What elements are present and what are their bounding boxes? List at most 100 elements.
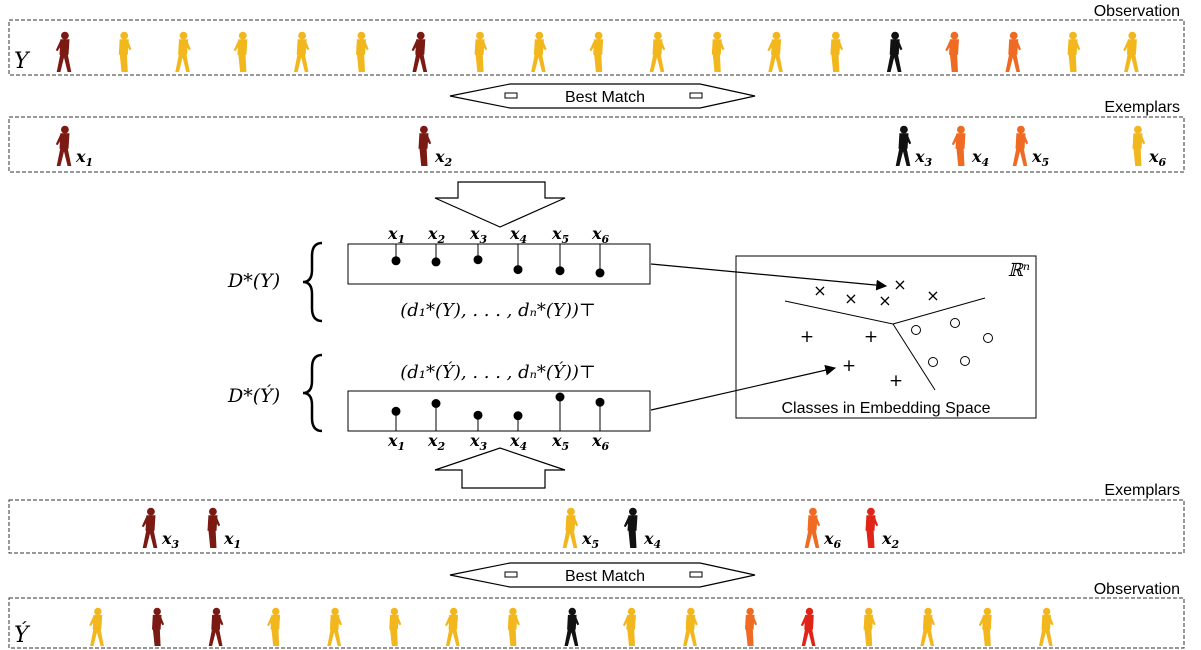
svg-text:×: × <box>878 291 891 310</box>
distance-stem <box>595 397 605 431</box>
exemplar-figure <box>865 507 879 548</box>
walker-figure <box>683 607 698 646</box>
walker-figure <box>1067 31 1081 72</box>
walker-figure <box>800 607 816 646</box>
axis-exemplar-label: x3 <box>469 224 488 246</box>
walker-figure <box>175 31 191 72</box>
exemplar-label: x4 <box>643 529 661 551</box>
bottom-exemplars-box <box>8 499 1185 554</box>
bottom-best-match-arrow: Best Match <box>449 562 756 588</box>
walker-figure <box>945 31 959 72</box>
top-vector-name: D*(Y) <box>227 270 280 292</box>
walker-figure <box>1038 607 1054 646</box>
exemplar-label: x5 <box>1031 147 1049 169</box>
walker-figure <box>389 607 402 646</box>
exemplar-label: x6 <box>1148 147 1167 169</box>
class-boundaries <box>784 297 986 391</box>
top-sequence-symbol: Y <box>14 49 31 74</box>
walker-figure <box>564 607 580 646</box>
exemplar-figure <box>1132 125 1146 166</box>
exemplar-figure <box>207 507 221 548</box>
top-observation-box <box>8 19 1185 76</box>
distance-stem <box>555 244 565 276</box>
walker-figure <box>327 607 342 646</box>
walker-figure <box>293 31 310 72</box>
walker-figure <box>474 31 488 72</box>
exemplar-figure <box>1012 125 1029 166</box>
bottom-observation-label: Observation <box>1094 581 1180 598</box>
exemplar-figure <box>141 507 158 548</box>
exemplar-label: x2 <box>434 147 453 169</box>
top-embedding-arrow <box>650 263 888 291</box>
svg-text:+: + <box>889 371 903 391</box>
walker-figure <box>89 607 104 646</box>
axis-exemplar-label: x3 <box>469 431 488 453</box>
distance-stem <box>391 406 401 431</box>
embedding-space-label: ℝⁿ <box>1008 260 1030 281</box>
distance-stem <box>431 244 441 267</box>
walker-figure <box>863 607 876 646</box>
top-best-match-label: Best Match <box>565 89 645 106</box>
bottom-vector-formula: (d₁*(Ý), . . . , dₙ*(Ý))⊤ <box>400 360 596 383</box>
walker-figure <box>507 607 520 646</box>
exemplar-figure <box>562 507 579 548</box>
axis-exemplar-label: x1 <box>387 431 405 453</box>
axis-exemplar-label: x2 <box>427 431 446 453</box>
walker-figure <box>622 607 636 646</box>
bottom-distance-stems <box>391 392 605 431</box>
walker-figure <box>356 31 369 72</box>
walker-figure <box>711 31 725 72</box>
class-b-plus-markers: + + + + <box>800 327 903 391</box>
exemplar-label: x3 <box>914 147 933 169</box>
distance-stem <box>391 244 401 266</box>
walker-figure <box>649 31 666 72</box>
svg-text:+: + <box>864 327 878 347</box>
walker-figure <box>1123 31 1139 72</box>
axis-exemplar-label: x6 <box>591 431 610 453</box>
top-brace <box>302 241 323 323</box>
distance-stem <box>555 392 565 431</box>
top-exemplars-box <box>8 116 1185 173</box>
walker-figure <box>411 31 428 72</box>
bottom-brace <box>302 353 323 433</box>
exemplar-label: x3 <box>161 529 180 551</box>
top-vector-formula: (d₁*(Y), . . . , dₙ*(Y))⊤ <box>400 300 596 321</box>
embedding-caption: Classes in Embedding Space <box>781 400 990 417</box>
walker-figure <box>589 31 604 72</box>
walker-figure <box>767 31 783 72</box>
walker-figure <box>208 607 224 646</box>
exemplar-figure <box>418 125 432 166</box>
walker-figure <box>267 607 281 646</box>
axis-exemplar-label: x4 <box>509 431 527 453</box>
walker-figure <box>118 31 132 72</box>
top-observation-figures <box>55 31 1139 72</box>
svg-text:×: × <box>893 275 906 294</box>
walker-figure <box>1005 31 1021 72</box>
top-exemplars-label: Exemplars <box>1104 99 1180 116</box>
axis-exemplar-label: x2 <box>427 224 446 246</box>
walker-figure <box>978 607 992 646</box>
class-a-cross-markers: × × × × × <box>813 275 939 310</box>
exemplar-figure <box>895 125 912 166</box>
top-observation-label: Observation <box>1094 3 1180 20</box>
bottom-observation-figures <box>89 607 1054 646</box>
up-block-arrow <box>434 447 566 489</box>
exemplar-label: x6 <box>823 529 842 551</box>
axis-exemplar-label: x6 <box>591 224 610 246</box>
class-c-circle-markers <box>911 318 993 367</box>
svg-text:+: + <box>842 356 856 376</box>
exemplar-figure <box>951 125 966 166</box>
down-block-arrow <box>434 181 566 228</box>
distance-stem <box>431 399 441 431</box>
walker-figure <box>152 607 165 646</box>
axis-exemplar-label: x1 <box>387 224 405 246</box>
axis-exemplar-label: x4 <box>509 224 527 246</box>
exemplar-figure <box>623 507 638 548</box>
bottom-sequence-symbol: Ý <box>14 621 31 648</box>
exemplar-label: x2 <box>881 529 900 551</box>
distance-stem <box>513 244 523 275</box>
exemplar-label: x5 <box>581 529 599 551</box>
